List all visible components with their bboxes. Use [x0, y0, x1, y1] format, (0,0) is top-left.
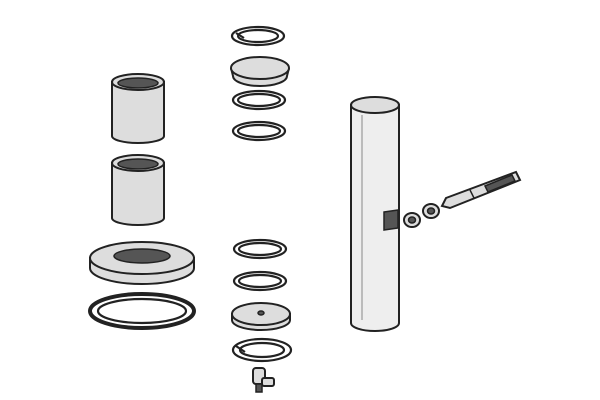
lower-cap — [231, 302, 291, 331]
bushing-upper — [111, 73, 165, 144]
upper-ring-1 — [231, 89, 287, 111]
bolt — [440, 170, 522, 210]
nut-1 — [403, 212, 421, 228]
bushing-lower — [111, 154, 165, 226]
lower-ring-1 — [232, 238, 288, 260]
lower-split-ring — [231, 337, 293, 363]
nut-2 — [422, 203, 440, 219]
king-pin — [350, 96, 400, 332]
seal-ring — [88, 292, 196, 330]
grease-nipple — [252, 367, 275, 393]
upper-cap — [230, 56, 290, 87]
thrust-washer — [89, 241, 195, 285]
upper-split-ring — [230, 25, 286, 47]
upper-ring-2 — [231, 120, 287, 142]
lower-ring-2 — [232, 270, 288, 292]
